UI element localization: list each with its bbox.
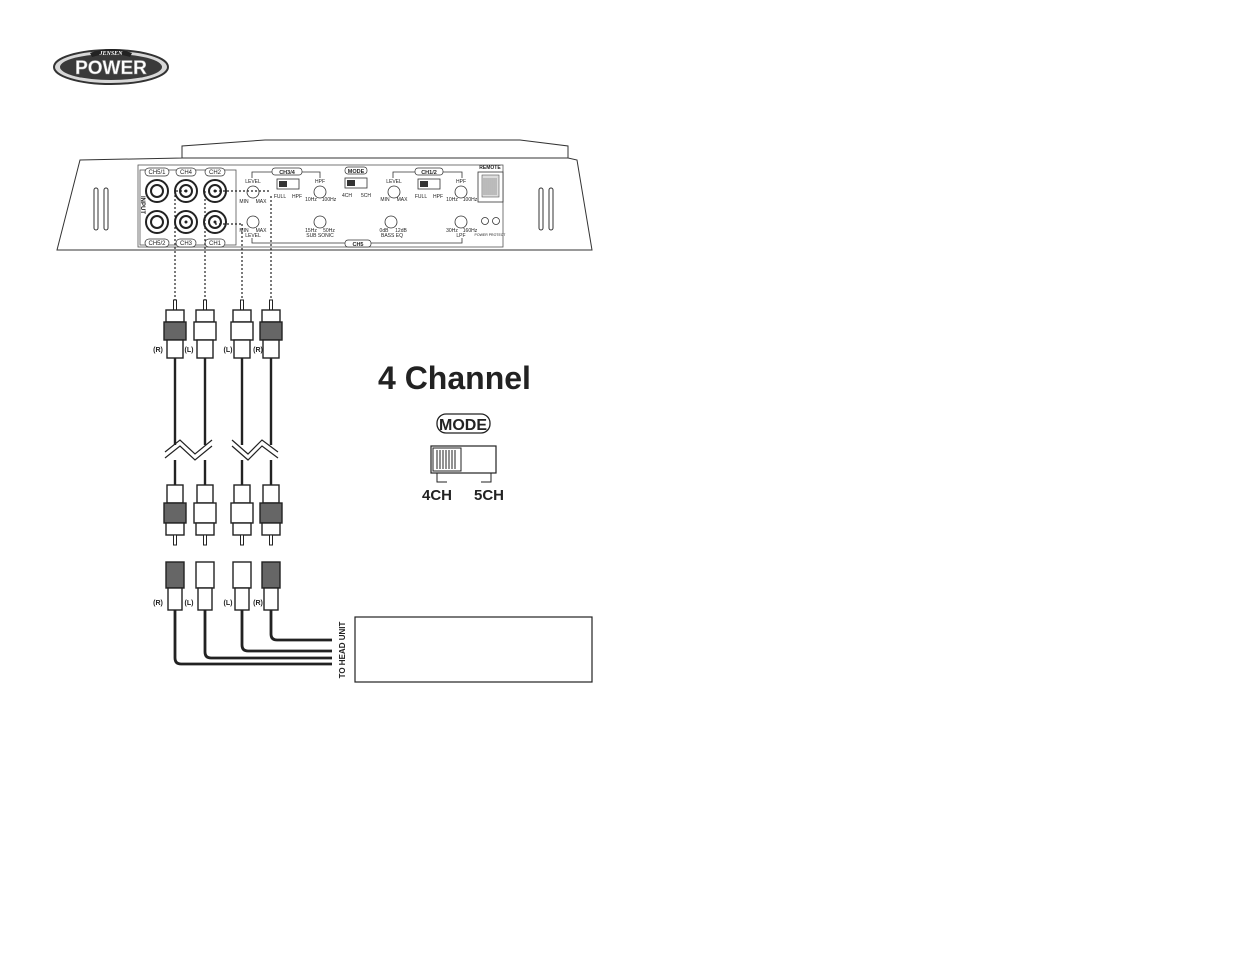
ch34-hpf-opt: HPF: [292, 194, 302, 200]
panel-mode-4ch: 4CH: [342, 193, 352, 199]
to-head-unit-label: TO HEAD UNIT: [338, 622, 347, 679]
head-unit-cables: [173, 610, 332, 666]
lpf-high: 160Hz: [463, 228, 478, 234]
remote-port: REMOTE: [477, 165, 504, 203]
ch34-group-label: CH3/4: [279, 170, 296, 176]
lpf-knob[interactable]: [454, 215, 468, 229]
ch34-hpf-knob[interactable]: [313, 185, 327, 199]
panel-mode-toggle[interactable]: [344, 177, 368, 189]
plug-upper-l1: [193, 299, 217, 359]
power-led-icon: [481, 217, 489, 225]
panel-mode-switch: MODE 4CH 5CH: [342, 166, 371, 199]
ch12-full: FULL: [415, 194, 427, 200]
sub-sonic-low: 15Hz: [305, 228, 317, 234]
plug-upper-r2: [259, 299, 283, 359]
ch34-level-label: LEVEL: [245, 179, 261, 185]
ch5-group-label: CH5: [352, 242, 363, 248]
logo-main-text: POWER: [75, 58, 147, 79]
power-protect-label: POWER PROTECT: [475, 233, 507, 237]
ch12-group-label: CH1/2: [421, 170, 437, 176]
sub-sonic-high: 50Hz: [323, 228, 335, 234]
lower-label-1: (L): [185, 600, 194, 607]
page-title: 4 Channel: [378, 360, 531, 396]
jack-label-ch1: CH1: [209, 241, 222, 247]
lpf-low: 30Hz: [446, 228, 458, 234]
lower-plugs: [165, 561, 281, 611]
ch12-100hz: 100Hz: [463, 197, 478, 203]
sub-sonic-knob[interactable]: [313, 215, 327, 229]
ch12-min: MIN: [380, 197, 390, 203]
mode-option-4ch: 4CH: [422, 487, 452, 504]
ch12-level-knob[interactable]: [387, 185, 401, 199]
upper-label-1: (L): [185, 347, 194, 354]
cables: [173, 358, 273, 485]
head-unit-box: [354, 616, 593, 683]
jack-ch5-2: [145, 210, 169, 234]
cable-break-symbols: [164, 439, 279, 461]
mode-switch-detail: MODE 4CH 5CH: [422, 413, 504, 504]
ch12-controls: CH1/2 LEVEL MIN MAX FULL HPF HPF 10Hz 10…: [380, 167, 478, 203]
bass-eq-label: BASS EQ: [381, 233, 403, 239]
ch5-level-label: LEVEL: [245, 233, 261, 239]
mode-option-5ch: 5CH: [474, 487, 504, 504]
lpf-label: LPF: [456, 233, 465, 239]
jack-ch1: [203, 210, 227, 234]
ch34-min: MIN: [239, 199, 249, 205]
ch5-min: MIN: [239, 228, 249, 234]
jack-ch5-1: [145, 179, 169, 203]
lower-label-0: (R): [153, 600, 163, 607]
bass-eq-low: 0dB: [380, 228, 390, 234]
jack-label-ch5-2: CH5/2: [148, 241, 166, 247]
ch34-controls: CH3/4 LEVEL MIN MAX FULL HPF HPF 10Hz 10…: [239, 167, 337, 239]
upper-plugs: [163, 299, 283, 359]
mode-switch-label: MODE: [439, 417, 487, 434]
ch12-10hz: 10Hz: [446, 197, 458, 203]
ch5-level-knob[interactable]: [246, 215, 260, 229]
ch34-100hz: 100Hz: [322, 197, 337, 203]
panel-mode-5ch: 5CH: [361, 193, 371, 199]
bass-eq-high: 12dB: [395, 228, 407, 234]
logo-small-text: JENSEN: [98, 51, 123, 57]
bass-eq-knob[interactable]: [384, 215, 398, 229]
ch34-10hz: 10Hz: [305, 197, 317, 203]
ch12-max: MAX: [397, 197, 409, 203]
ch12-level-label: LEVEL: [386, 179, 402, 185]
lower-label-3: (R): [253, 600, 263, 607]
middle-plugs: [163, 484, 283, 546]
lower-label-2: (L): [224, 600, 233, 607]
sub-sonic-label: SUB SONIC: [306, 233, 334, 239]
status-leds: POWER PROTECT: [475, 217, 507, 237]
dotted-connections: [174, 190, 272, 300]
jack-label-ch5-1: CH5/1: [148, 170, 166, 176]
ch34-level-knob[interactable]: [246, 185, 260, 199]
ch12-hpf-knob[interactable]: [454, 185, 468, 199]
ch12-hpf-opt: HPF: [433, 194, 443, 200]
ch34-filter-switch[interactable]: [276, 178, 300, 190]
plug-upper-r1: [163, 299, 187, 359]
upper-label-3: (R): [253, 347, 263, 354]
ch34-hpf-label: HPF: [315, 179, 325, 185]
panel-mode-label: MODE: [348, 169, 365, 175]
jack-ch3: [174, 210, 198, 234]
jack-label-ch2: CH2: [209, 170, 222, 176]
input-label: INPUT: [139, 196, 145, 214]
jensen-power-logo: JENSEN POWER: [53, 49, 169, 85]
upper-label-0: (R): [153, 347, 163, 354]
upper-label-2: (L): [224, 347, 233, 354]
plug-upper-l2: [230, 299, 254, 359]
ch34-full: FULL: [274, 194, 286, 200]
ch5-max: MAX: [256, 228, 268, 234]
ch5-controls: 15Hz 50Hz SUB SONIC 0dB 12dB BASS EQ 30H…: [251, 215, 478, 248]
ch12-hpf-label: HPF: [456, 179, 466, 185]
ch12-filter-switch[interactable]: [417, 178, 441, 190]
remote-label: REMOTE: [479, 165, 501, 171]
protect-led-icon: [492, 217, 500, 225]
jack-label-ch4: CH4: [180, 170, 193, 176]
jack-label-ch3: CH3: [180, 241, 193, 247]
ch34-max: MAX: [256, 199, 268, 205]
